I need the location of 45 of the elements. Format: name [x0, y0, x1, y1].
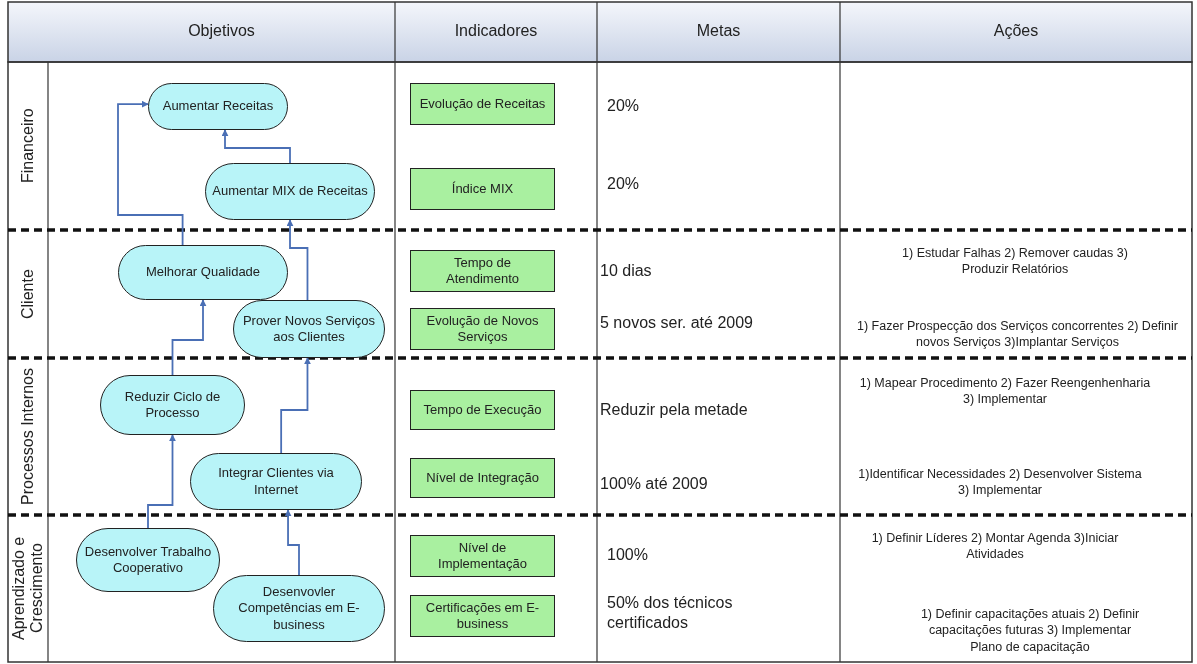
objective-node: Prover Novos Serviços aos Clientes [233, 300, 385, 358]
column-header: Indicadores [453, 22, 539, 40]
column-header: Objetivos [187, 22, 256, 40]
indicator-box: Evolução de Receitas [410, 83, 555, 125]
target-text: 5 novos ser. até 2009 [600, 313, 754, 333]
arrow [171, 299, 207, 376]
target-text: 100% [607, 545, 649, 565]
action-text: 1) Mapear Procedimento 2) Fazer Reengenhenharia 3) Implementar [858, 375, 1152, 408]
objective-node: Reduzir Ciclo de Processo [100, 375, 245, 435]
objective-node: Melhorar Qualidade [118, 245, 288, 300]
target-text: Reduzir pela metade [600, 400, 749, 420]
column-header: Metas [695, 22, 742, 40]
objective-node: Desenvovler Competências em E-business [213, 575, 385, 642]
row-header: Cliente [17, 268, 37, 321]
action-text: 1) Estudar Falhas 2) Remover caudas 3) Produzir Relatórios [901, 245, 1129, 278]
objective-node: Integrar Clientes via Internet [190, 453, 362, 510]
action-text: 1) Fazer Prospecção dos Serviços concorrentes 2) Definir novos Serviços 3)Implantar Serviços [856, 318, 1179, 351]
target-text: 20% [607, 174, 641, 194]
action-text: 1)Identificar Necessidades 2) Desenvolver Sistema 3) Implementar [857, 466, 1143, 499]
indicator-box: Tempo de Execução [410, 390, 555, 430]
arrow [117, 100, 184, 246]
indicator-box: Nível de Integração [410, 458, 555, 498]
row-header: Financeiro [17, 107, 37, 186]
arrow [284, 509, 300, 576]
indicator-box: Nível de Implementação [410, 535, 555, 577]
target-text: 10 dias [600, 261, 653, 281]
target-text: 20% [607, 96, 641, 116]
indicator-box: Evolução de Novos Serviços [410, 308, 555, 350]
action-text: 1) Definir Líderes 2) Montar Agenda 3)Iniciar Atividades [870, 530, 1120, 563]
column-header: Ações [992, 22, 1040, 40]
target-text: 100% até 2009 [600, 474, 709, 494]
target-text: 50% dos técnicos certificados [607, 593, 734, 633]
row-header: Aprendizado e Crescimento [10, 535, 46, 643]
arrow [147, 434, 176, 529]
action-text: 1) Definir capacitações atuais 2) Definir capacitações futuras 3) Implementar Plano de capacitação [920, 606, 1140, 655]
indicator-box: Índice MIX [410, 168, 555, 210]
arrow [221, 129, 291, 164]
objective-node: Aumentar MIX de Receitas [205, 163, 375, 220]
indicator-box: Certificações em E-business [410, 595, 555, 637]
arrow [286, 219, 309, 301]
indicator-box: Tempo de Atendimento [410, 250, 555, 292]
objective-node: Desenvolver Trabalho Cooperativo [76, 528, 220, 592]
arrow [280, 357, 311, 454]
objective-node: Aumentar Receitas [148, 83, 288, 130]
row-header: Processos Internos [17, 367, 37, 507]
